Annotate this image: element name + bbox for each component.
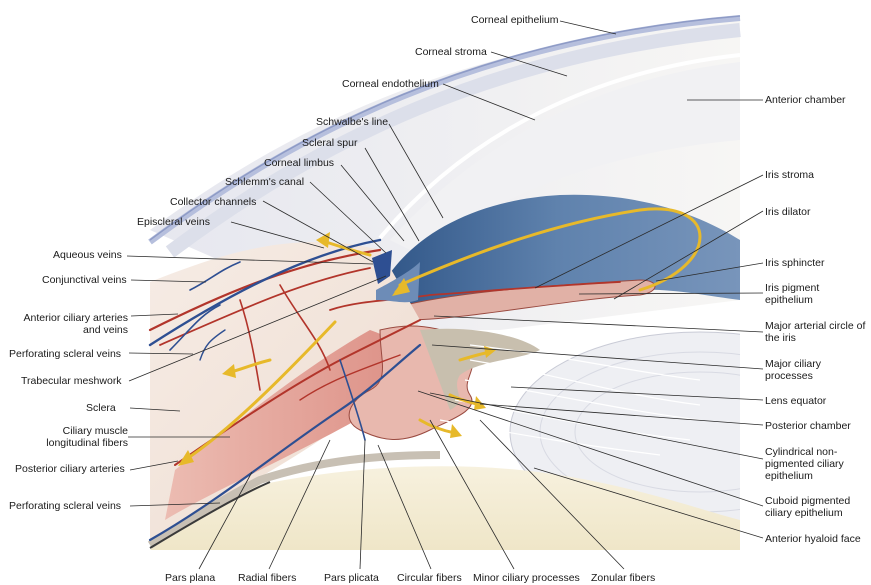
label-anterior-ciliary-line2: and veins: [6, 324, 128, 336]
label-circular-fibers: Circular fibers: [397, 572, 462, 584]
label-ciliary-muscle: Ciliary muscle longitudinal fibers: [6, 425, 128, 449]
label-aqueous-veins: Aqueous veins: [53, 249, 122, 261]
label-ciliary-muscle-line2: longitudinal fibers: [6, 437, 128, 449]
label-cylindrical-line2: pigmented ciliary: [765, 458, 844, 470]
label-iris-stroma: Iris stroma: [765, 169, 814, 181]
label-collector-channels: Collector channels: [170, 196, 256, 208]
label-posterior-ciliary-arteries: Posterior ciliary arteries: [15, 463, 125, 475]
label-corneal-stroma: Corneal stroma: [415, 46, 487, 58]
label-major-ciliary-line1: Major ciliary: [765, 358, 821, 370]
label-sclera: Sclera: [86, 402, 116, 414]
label-cuboid-line1: Cuboid pigmented: [765, 495, 850, 507]
label-major-ciliary-processes: Major ciliary processes: [765, 358, 821, 382]
label-iris-pigment-epithelium: Iris pigment epithelium: [765, 282, 819, 306]
label-cylindrical-epithelium: Cylindrical non- pigmented ciliary epith…: [765, 446, 844, 482]
label-perforating-scleral-veins-upper: Perforating scleral veins: [9, 348, 121, 360]
label-radial-fibers: Radial fibers: [238, 572, 296, 584]
label-major-arterial-line1: Major arterial circle of: [765, 320, 865, 332]
label-major-ciliary-line2: processes: [765, 370, 821, 382]
label-perforating-scleral-veins-lower: Perforating scleral veins: [9, 500, 121, 512]
label-pars-plana: Pars plana: [165, 572, 215, 584]
label-iris-pigment-line2: epithelium: [765, 294, 819, 306]
label-major-arterial-circle: Major arterial circle of the iris: [765, 320, 865, 344]
label-iris-dilator: Iris dilator: [765, 206, 811, 218]
label-posterior-chamber: Posterior chamber: [765, 420, 851, 432]
label-cylindrical-line3: epithelium: [765, 470, 844, 482]
label-schwalbes-line: Schwalbe's line: [316, 116, 388, 128]
label-cylindrical-line1: Cylindrical non-: [765, 446, 844, 458]
label-corneal-limbus: Corneal limbus: [264, 157, 334, 169]
label-schlemms-canal: Schlemm's canal: [225, 176, 304, 188]
label-lens-equator: Lens equator: [765, 395, 826, 407]
label-anterior-ciliary-line1: Anterior ciliary arteries: [6, 312, 128, 324]
label-corneal-epithelium: Corneal epithelium: [471, 14, 559, 26]
label-conjunctival-veins: Conjunctival veins: [42, 274, 127, 286]
label-anterior-ciliary-arteries: Anterior ciliary arteries and veins: [6, 312, 128, 336]
label-ciliary-muscle-line1: Ciliary muscle: [6, 425, 128, 437]
label-iris-pigment-line1: Iris pigment: [765, 282, 819, 294]
label-cuboid-line2: ciliary epithelium: [765, 507, 850, 519]
label-minor-ciliary-processes: Minor ciliary processes: [473, 572, 580, 584]
label-anterior-chamber: Anterior chamber: [765, 94, 846, 106]
label-anterior-hyaloid-face: Anterior hyaloid face: [765, 533, 861, 545]
label-cuboid-epithelium: Cuboid pigmented ciliary epithelium: [765, 495, 850, 519]
label-pars-plicata: Pars plicata: [324, 572, 379, 584]
label-episcleral-veins: Episcleral veins: [137, 216, 210, 228]
label-trabecular-meshwork: Trabecular meshwork: [21, 375, 122, 387]
label-zonular-fibers: Zonular fibers: [591, 572, 655, 584]
label-scleral-spur: Scleral spur: [302, 137, 357, 149]
label-corneal-endothelium: Corneal endothelium: [342, 78, 439, 90]
label-major-arterial-line2: the iris: [765, 332, 865, 344]
label-iris-sphincter: Iris sphincter: [765, 257, 825, 269]
